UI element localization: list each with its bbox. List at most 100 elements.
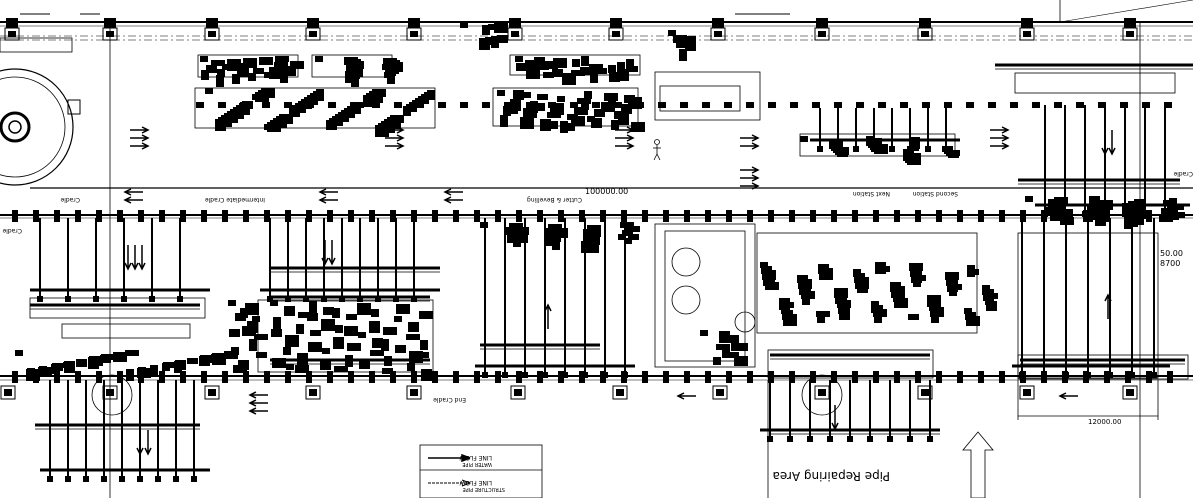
flow-arrow [318,188,338,196]
machine-part [421,369,432,381]
machine-part [285,66,296,76]
machine-part [1161,208,1172,214]
flow-arrow [443,196,463,204]
machine-part [608,65,616,73]
machine-part [591,118,602,128]
machine-part [800,287,811,293]
machine-part [728,352,739,358]
machine-part [685,43,696,51]
machine-part [783,314,797,326]
machine-part [544,228,555,238]
machine-part [908,314,919,320]
machine-part [866,136,874,146]
post [790,102,798,108]
machine-part [572,59,580,67]
post [117,210,123,222]
rack-foot [267,296,273,302]
flow-arrow [615,142,635,150]
column-marker [1124,18,1136,28]
post [642,371,648,383]
machine-part [580,67,594,75]
post [592,102,600,108]
column-base [1122,385,1138,400]
column-base [608,27,624,41]
machine-part [931,311,939,323]
machine-part [494,23,508,33]
pipe-racks [30,63,1193,482]
post [495,371,501,383]
machine-part [280,71,288,83]
machine-part [385,66,396,76]
rack-foot [101,476,107,482]
machine-part [817,315,825,323]
flow-arrow [318,196,338,204]
machine-part [583,229,594,241]
machine-part [1091,210,1099,220]
post [264,210,270,222]
post [873,371,879,383]
post [999,371,1005,383]
column-core [208,389,216,396]
machine-part [802,295,810,305]
post [180,371,186,383]
column-core [309,31,317,37]
machine-part [243,58,257,68]
machine-part [408,322,419,332]
rack-foot [889,146,895,152]
machine-part [903,149,914,161]
machine-part [1095,216,1106,226]
column-marker [610,18,622,28]
machine-part [346,65,357,73]
column-core [818,389,826,396]
flow-arrow [130,142,150,150]
machine-part [716,344,730,350]
rack-foot [1041,372,1047,378]
dimension-top: 100000.00 [585,187,628,196]
machine-part [577,98,591,104]
post [453,371,459,383]
machine-part [537,94,548,100]
rack-foot [542,372,548,378]
machine-part [1046,207,1054,215]
machine-part [344,326,358,336]
pipe-repairing-area-label: Pipe Repairing Area [772,469,890,483]
legend-row1-sub: WATER PIPE [462,461,492,467]
post [944,102,952,108]
machine-part [515,56,523,62]
machine-part [546,236,554,246]
machine-part [332,308,340,318]
label-intermediate: Intermediate Cradle [205,196,265,203]
machine-part [307,313,318,321]
machine-part [534,57,545,69]
flow-arrow [615,126,635,134]
machine-part [326,120,337,130]
operator-figure [653,139,661,161]
machine-part [557,96,565,102]
machine-part [948,284,962,290]
post [852,210,858,222]
machine-part [264,124,278,130]
post [747,371,753,383]
flow-arrow [144,430,152,456]
machine-part [581,241,595,253]
label-far-right: Cradle [1173,170,1193,177]
machine-part [731,339,739,351]
post [516,210,522,222]
flow-arrow [385,134,405,142]
post [96,371,102,383]
machine-part [682,36,696,46]
post [218,102,226,108]
rack-foot [393,296,399,302]
machine-part [679,49,687,61]
station-labels: Cradle Intermediate Cradle Cutter & Beve… [2,170,1193,403]
rack-foot [1019,372,1025,378]
machine-part [384,72,392,78]
machine-part [200,56,208,62]
machine-part [395,345,406,353]
rack-foot [787,436,793,442]
machine-part [201,70,209,80]
post [438,102,446,108]
column-core [818,31,826,37]
machine-part [676,42,687,48]
column-core [1126,389,1134,396]
